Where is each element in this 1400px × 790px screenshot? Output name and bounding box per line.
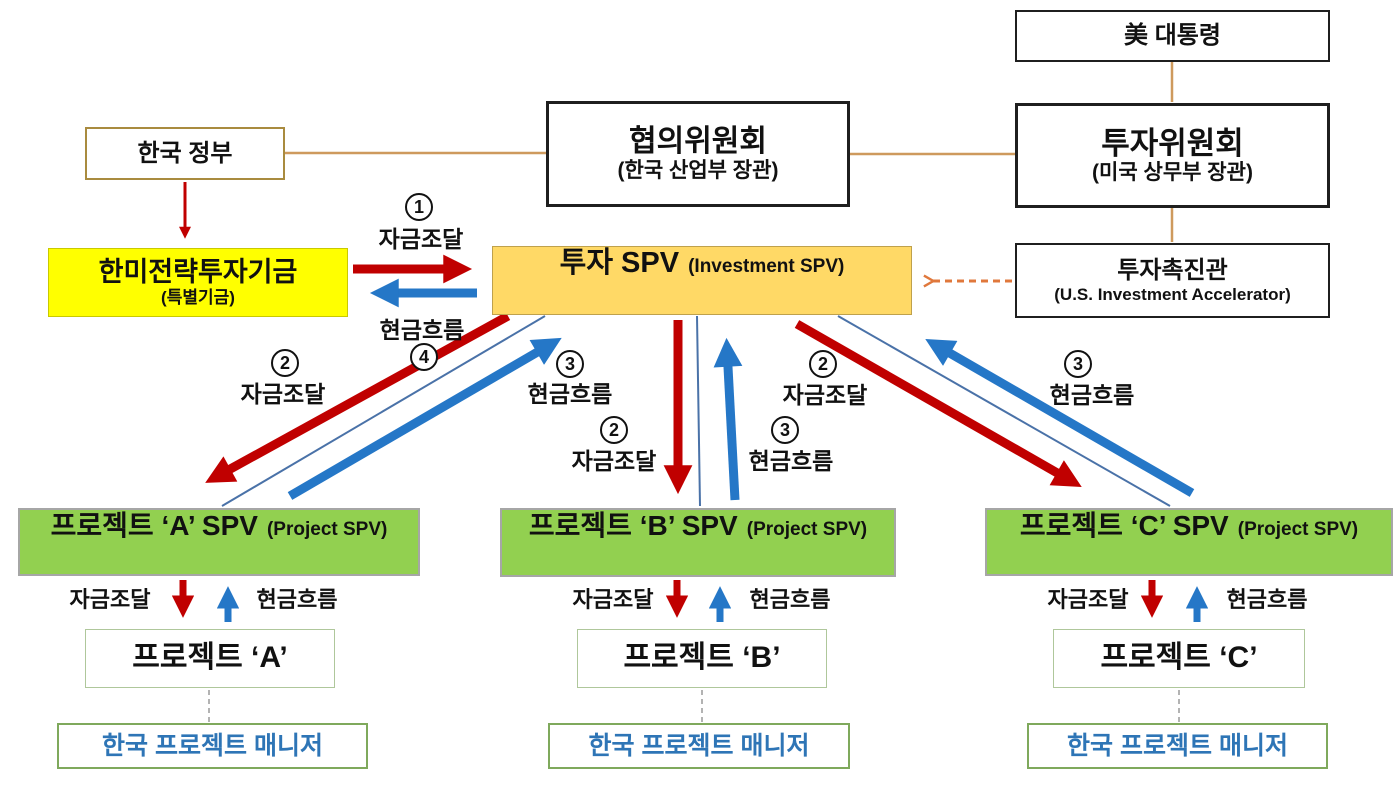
middle-cashflow-circle: 3: [771, 416, 799, 444]
box-investment-accelerator: 투자촉진관 (U.S. Investment Accelerator): [1015, 243, 1330, 318]
box-investment-committee: 투자위원회 (미국 상무부 장관): [1015, 103, 1330, 208]
step4-cashflow-label: 현금흐름: [379, 317, 465, 343]
right-funding-label: 자금조달: [782, 382, 868, 408]
project-b-funding-label: 자금조달: [572, 587, 654, 612]
investment-committee-title: 투자위원회: [1101, 125, 1244, 161]
project-a-funding-label: 자금조달: [69, 587, 151, 612]
box-investment-spv: 투자 SPV (Investment SPV): [492, 246, 912, 315]
left-cashflow-label: 현금흐름: [527, 381, 613, 407]
middle-funding-circle: 2: [600, 416, 628, 444]
project-a-cashflow-label: 현금흐름: [256, 587, 338, 612]
box-project-c-spv: 프로젝트 ‘C’ SPV (Project SPV): [985, 508, 1393, 576]
box-project-a: 프로젝트 ‘A’: [85, 629, 335, 688]
box-project-c: 프로젝트 ‘C’: [1053, 629, 1305, 688]
project-a-name: 프로젝트 ‘A’: [132, 641, 288, 675]
manager-b-label: 한국 프로젝트 매니저: [588, 731, 810, 760]
manager-c-label: 한국 프로젝트 매니저: [1067, 731, 1288, 760]
arrow-project-a-to-spv-cashflow: [287, 337, 562, 500]
box-manager-c: 한국 프로젝트 매니저: [1027, 723, 1328, 769]
step1-circle: 1: [405, 193, 433, 221]
investment-committee-subtitle: (미국 상무부 장관): [1092, 161, 1253, 185]
box-project-b-spv: 프로젝트 ‘B’ SPV (Project SPV): [500, 508, 896, 577]
box-manager-b: 한국 프로젝트 매니저: [548, 723, 850, 769]
arrow-spv-to-project-c-funding: [794, 320, 1082, 488]
investment-accelerator-subtitle: (U.S. Investment Accelerator): [1054, 284, 1291, 304]
project-c-name: 프로젝트 ‘C’: [1100, 641, 1258, 675]
manager-a-label: 한국 프로젝트 매니저: [102, 731, 323, 760]
box-us-president: 美 대통령: [1015, 10, 1330, 62]
arrow-project-b-to-spv-cashflow: [713, 337, 743, 501]
korean-government-label: 한국 정부: [137, 139, 233, 167]
middle-funding-label: 자금조달: [571, 448, 657, 474]
project-b-name: 프로젝트 ‘B’: [623, 641, 781, 675]
org-connector-lines: [285, 62, 1174, 242]
strategic-fund-title: 한미전략투자기금: [98, 257, 298, 288]
middle-cashflow-label: 현금흐름: [748, 448, 834, 474]
step1-funding-label: 자금조달: [378, 226, 464, 252]
right-cashflow-circle: 3: [1064, 350, 1092, 378]
left-cashflow-circle: 3: [556, 350, 584, 378]
project-c-spv-subtitle: (Project SPV): [1237, 519, 1359, 540]
investment-accelerator-title: 투자촉진관: [1117, 256, 1228, 284]
box-project-b: 프로젝트 ‘B’: [577, 629, 827, 688]
line-project-c-thin: [837, 315, 1171, 507]
arrow-project-c-to-spv-cashflow: [925, 338, 1195, 497]
project-c-spv-title: 프로젝트 ‘C’ SPV: [1019, 510, 1229, 541]
project-c-cashflow-label: 현금흐름: [1226, 587, 1308, 612]
project-b-spv-subtitle: (Project SPV): [746, 519, 868, 540]
line-project-b-thin: [696, 315, 701, 507]
project-a-spv-subtitle: (Project SPV): [266, 519, 388, 540]
right-cashflow-label: 현금흐름: [1049, 382, 1135, 408]
box-consultation-committee: 협의위원회 (한국 산업부 장관): [546, 101, 850, 207]
box-manager-a: 한국 프로젝트 매니저: [57, 723, 368, 769]
arrow-spv-to-project-a-funding: [205, 312, 511, 483]
right-funding-circle: 2: [809, 350, 837, 378]
step4-circle: 4: [410, 343, 438, 371]
line-project-a-thin: [221, 315, 546, 507]
box-strategic-fund: 한미전략투자기금 (특별기금): [48, 248, 348, 317]
strategic-fund-subtitle: (특별기금): [161, 288, 235, 308]
box-project-a-spv: 프로젝트 ‘A’ SPV (Project SPV): [18, 508, 420, 576]
us-president-label: 美 대통령: [1124, 22, 1221, 50]
investment-spv-subtitle: (Investment SPV): [688, 256, 845, 277]
project-a-spv-title: 프로젝트 ‘A’ SPV: [50, 510, 258, 541]
project-c-funding-label: 자금조달: [1047, 587, 1129, 612]
consultation-committee-title: 협의위원회: [629, 124, 767, 158]
investment-spv-title: 투자 SPV: [559, 247, 680, 279]
project-b-spv-title: 프로젝트 ‘B’ SPV: [528, 510, 738, 541]
consultation-committee-subtitle: (한국 산업부 장관): [617, 159, 779, 183]
left-funding-circle: 2: [271, 349, 299, 377]
box-korean-government: 한국 정부: [85, 127, 285, 180]
left-funding-label: 자금조달: [240, 381, 326, 407]
project-b-cashflow-label: 현금흐름: [749, 587, 831, 612]
